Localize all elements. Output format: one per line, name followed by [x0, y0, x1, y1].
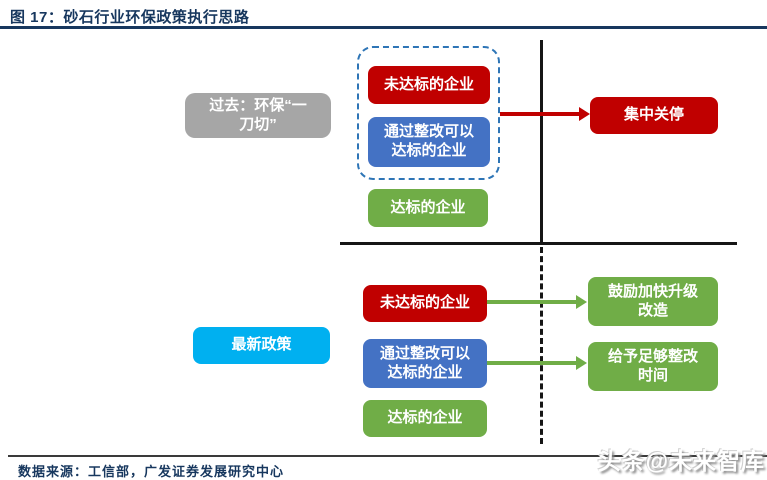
node-fixable-bottom: 通过整改可以 达标的企业	[363, 339, 487, 388]
node-compliant-bottom: 达标的企业	[363, 400, 487, 437]
arrow-head-icon	[576, 295, 587, 309]
title-divider	[0, 26, 767, 29]
node-compliant-top: 达标的企业	[368, 189, 488, 227]
arrow-head-icon	[576, 356, 587, 370]
node-outcome-grace-period: 给予足够整改 时间	[588, 342, 718, 391]
footer-divider	[8, 455, 767, 457]
arrow-shaft	[487, 361, 576, 365]
node-outcome-shutdown: 集中关停	[590, 97, 718, 134]
era-label-past: 过去：环保“一 刀切”	[185, 93, 331, 138]
node-outcome-upgrade: 鼓励加快升级 改造	[588, 277, 718, 326]
node-noncompliant-top: 未达标的企业	[368, 66, 490, 104]
vertical-axis-solid	[540, 40, 543, 243]
watermark: 头条@未来智库	[597, 448, 765, 474]
arrow-head-icon	[579, 107, 590, 121]
node-noncompliant-bottom: 未达标的企业	[363, 285, 487, 322]
era-label-new-policy: 最新政策	[193, 327, 330, 364]
figure-title: 图 17：砂石行业环保政策执行思路	[10, 9, 250, 26]
arrow-shaft	[487, 300, 576, 304]
arrow-shaft	[500, 112, 579, 116]
horizontal-axis	[340, 242, 737, 245]
node-fixable-top: 通过整改可以 达标的企业	[368, 117, 490, 167]
vertical-axis-dashed	[540, 247, 543, 444]
grouped-enterprises-outline	[357, 46, 500, 180]
data-source-note: 数据来源：工信部，广发证券发展研究中心	[18, 464, 285, 479]
arrow-grace-period	[487, 356, 587, 370]
arrow-shutdown	[500, 107, 590, 121]
arrow-upgrade	[487, 295, 587, 309]
